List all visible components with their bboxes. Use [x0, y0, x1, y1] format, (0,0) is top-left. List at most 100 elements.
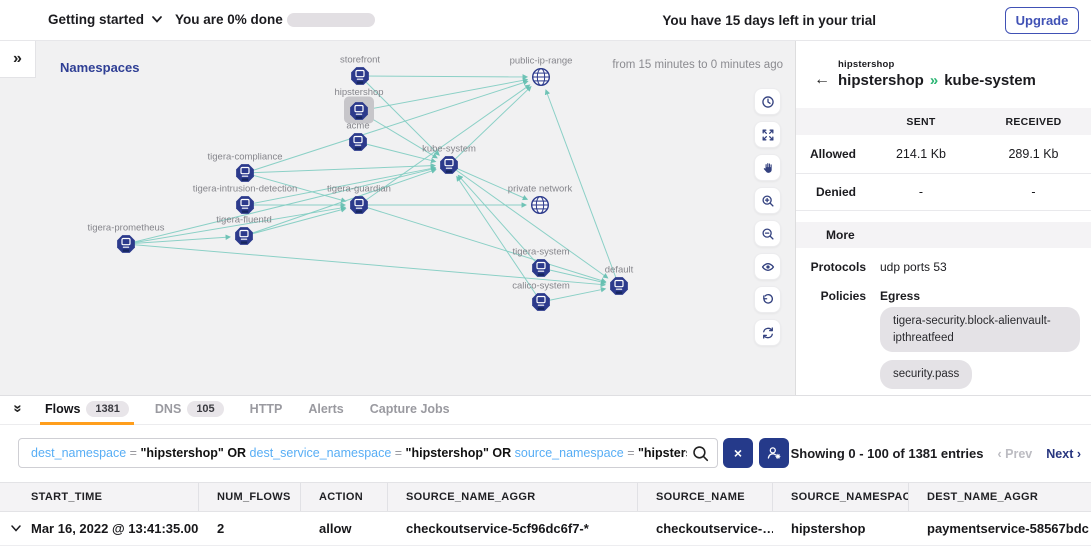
eye-icon — [761, 262, 774, 271]
graph-title: Namespaces — [60, 60, 140, 75]
graph-node-tigera-fluentd[interactable]: tigera-fluentd — [216, 215, 272, 245]
graph-node-tigera-compliance[interactable]: tigera-compliance — [208, 152, 283, 182]
column-header-SOURCE_NAME[interactable]: SOURCE_NAME — [638, 483, 773, 511]
graph-node-tigera-guardian[interactable]: tigera-guardian — [327, 184, 391, 214]
policy-pill[interactable]: tigera-security.block-alienvault-ipthrea… — [880, 307, 1080, 353]
query-bool: OR — [223, 446, 250, 460]
visibility-button[interactable] — [754, 253, 781, 280]
query-field: dest_service_namespace — [249, 446, 392, 460]
getting-started-menu[interactable]: Getting started — [48, 12, 162, 27]
denied-received-value: - — [1031, 185, 1036, 199]
column-header-SOURCE_NAMESPACE[interactable]: SOURCE_NAMESPACE — [773, 483, 909, 511]
tab-count-badge: 1381 — [86, 401, 129, 417]
search-icon — [693, 446, 709, 462]
history-clock-button[interactable] — [754, 88, 781, 115]
upgrade-button[interactable]: Upgrade — [1005, 7, 1079, 34]
tab-dns[interactable]: DNS 105 — [150, 396, 229, 425]
graph-node-tigera-system[interactable]: tigera-system — [512, 247, 570, 277]
tab-capture-jobs[interactable]: Capture Jobs — [365, 396, 455, 425]
filter-query-input[interactable]: dest_namespace = "hipstershop" OR dest_s… — [18, 438, 718, 468]
graph-node-storefront[interactable]: storefront — [340, 55, 380, 85]
graph-node-label: tigera-intrusion-detection — [193, 184, 298, 195]
graph-node-tigera-intrusion-detection[interactable]: tigera-intrusion-detection — [193, 184, 298, 214]
prev-page-button[interactable]: ‹ Prev — [997, 446, 1033, 461]
graph-edge — [359, 74, 529, 80]
column-header-SOURCE_NAME_AGGR[interactable]: SOURCE_NAME_AGGR — [388, 483, 638, 511]
edge-details-panel: hipstershop ← hipstershop»kube-system SE… — [796, 41, 1091, 395]
tab-count-badge: 105 — [187, 401, 224, 417]
graph-node-label: calico-system — [512, 281, 570, 292]
column-header-START_TIME[interactable]: START_TIME — [0, 483, 199, 511]
pan-hand-button[interactable] — [754, 154, 781, 181]
details-title: hipstershop»kube-system — [838, 72, 1036, 89]
graph-node-default[interactable]: default — [605, 265, 634, 295]
zoom-out-button[interactable] — [754, 220, 781, 247]
graph-toolbar — [754, 88, 781, 346]
tab-label: Alerts — [308, 402, 344, 416]
policy-pill[interactable]: security.pass — [880, 360, 973, 390]
cell-SOURCE_NAME_AGGR: checkoutservice-5cf96dc6f7-* — [406, 521, 589, 536]
graph-node-private-network[interactable]: private network — [508, 184, 573, 215]
top-bar: Getting started You are 0% done You have… — [0, 0, 1091, 41]
close-icon: × — [733, 445, 743, 461]
refresh-button[interactable] — [754, 319, 781, 346]
column-header-ACTION[interactable]: ACTION — [301, 483, 388, 511]
denied-sent-value: - — [918, 185, 924, 199]
showing-entries-label: Showing 0 - 100 of 1381 entries — [790, 446, 984, 461]
next-page-button[interactable]: Next › — [1046, 446, 1081, 461]
tab-label: DNS — [154, 402, 182, 416]
tab-alerts[interactable]: Alerts — [303, 396, 348, 425]
graph-edge — [243, 207, 347, 237]
panel-collapse-icon[interactable]: » — [9, 404, 27, 413]
protocols-row: Protocols udp ports 53 — [796, 260, 1091, 274]
user-query-settings-button[interactable] — [759, 438, 789, 468]
graph-node-acme[interactable]: acme — [346, 121, 370, 151]
column-header-NUM_FLOWS[interactable]: NUM_FLOWS — [199, 483, 301, 511]
graph-node-label: tigera-guardian — [327, 184, 391, 195]
sent-column-header: SENT — [906, 115, 936, 128]
graph-node-calico-system[interactable]: calico-system — [512, 281, 570, 311]
graph-node-tigera-prometheus[interactable]: tigera-prometheus — [87, 223, 165, 253]
getting-started-label: Getting started — [48, 12, 145, 27]
graph-edge — [125, 166, 437, 245]
graph-edge — [358, 84, 531, 206]
chevron-down-icon — [152, 16, 162, 23]
graph-edge — [357, 141, 437, 164]
graph-node-label: kube-system — [422, 144, 476, 155]
refresh-icon — [762, 326, 773, 339]
cell-START_TIME: Mar 16, 2022 @ 13:41:35.000 — [0, 512, 199, 545]
progress-bar — [287, 13, 375, 27]
undo-button[interactable] — [754, 286, 781, 313]
sidebar-expand-button[interactable]: » — [0, 41, 36, 78]
details-breadcrumb: hipstershop — [838, 59, 895, 70]
graph-edge — [244, 162, 437, 174]
policies-direction: Egress — [880, 289, 921, 303]
graph-edge — [359, 75, 440, 156]
trial-days-text: You have 15 days left in your trial — [662, 13, 876, 28]
clear-filter-button[interactable]: × — [723, 438, 753, 468]
fit-screen-button[interactable] — [754, 121, 781, 148]
policies-row: Policies Egress — [796, 289, 1091, 303]
row-expand-icon[interactable] — [11, 525, 21, 532]
denied-row: Denied - - — [796, 174, 1091, 211]
tab-http[interactable]: HTTP — [245, 396, 288, 425]
pagination: Showing 0 - 100 of 1381 entries ‹ Prev N… — [791, 425, 1081, 482]
graph-node-public-ip-range[interactable]: public-ip-range — [510, 56, 573, 87]
graph-node-hipstershop[interactable]: hipstershop — [334, 87, 384, 124]
graph-node-label: public-ip-range — [510, 56, 573, 67]
graph-node-kube-system[interactable]: kube-system — [422, 144, 476, 174]
graph-node-label: acme — [346, 121, 369, 132]
column-header-DEST_NAME_AGGR[interactable]: DEST_NAME_AGGR — [927, 491, 1039, 503]
back-arrow-icon[interactable]: ← — [814, 71, 830, 88]
tab-label: Capture Jobs — [369, 402, 450, 416]
query-bool: OR — [488, 446, 515, 460]
graph-node-label: tigera-compliance — [208, 152, 283, 163]
policy-pill-list: tigera-security.block-alienvault-ipthrea… — [880, 307, 1080, 395]
zoom-in-button[interactable] — [754, 187, 781, 214]
cell-NUM_FLOWS: 2 — [217, 521, 225, 536]
received-column-header: RECEIVED — [1005, 115, 1062, 128]
flow-direction-icon: » — [929, 72, 939, 89]
